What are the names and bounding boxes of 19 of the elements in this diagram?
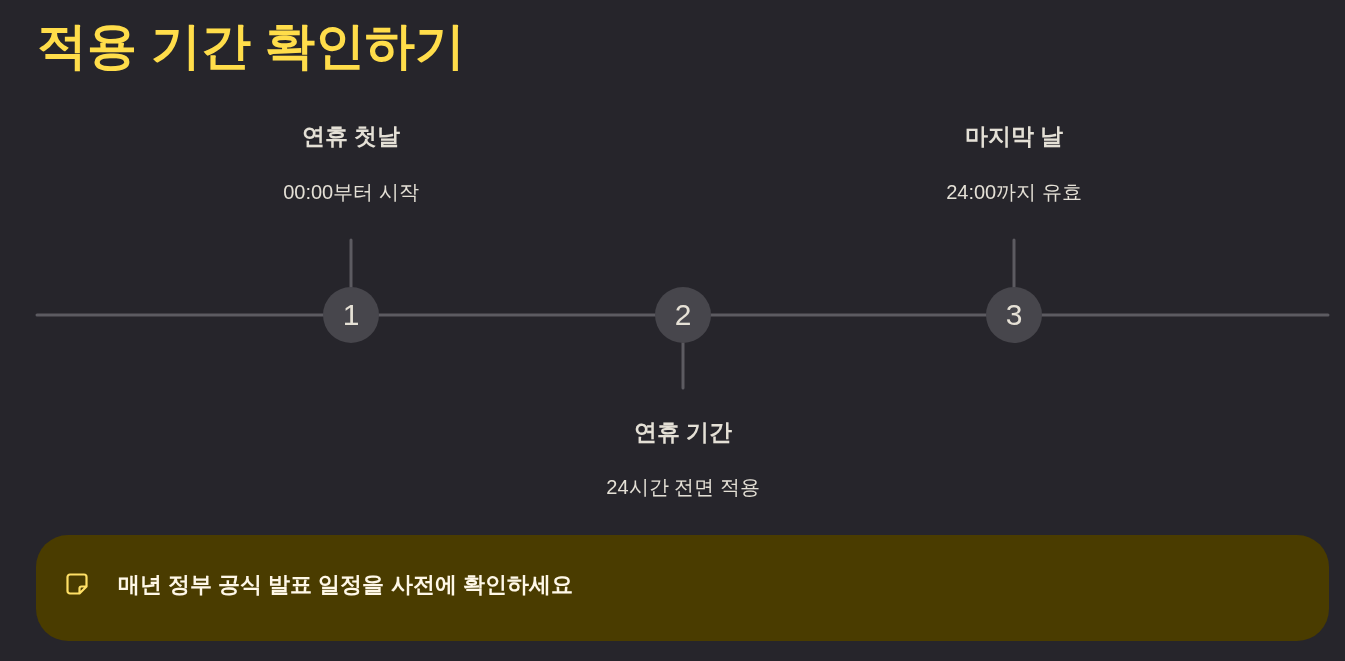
timeline-line bbox=[377, 313, 657, 317]
step-heading: 마지막 날 bbox=[964, 122, 1064, 151]
page-title: 적용 기간 확인하기 bbox=[37, 17, 465, 76]
note-banner bbox=[36, 535, 1329, 641]
connector-line bbox=[681, 341, 685, 390]
step-description: 00:00부터 시작 bbox=[283, 180, 419, 205]
step-circle: 1 bbox=[323, 287, 379, 343]
connector-line bbox=[349, 238, 353, 289]
timeline-line bbox=[709, 313, 988, 317]
step-circle: 3 bbox=[986, 287, 1042, 343]
step-heading: 연휴 첫날 bbox=[301, 122, 401, 151]
timeline-line bbox=[1040, 313, 1330, 317]
timeline-line bbox=[35, 313, 325, 317]
step-heading: 연휴 기간 bbox=[633, 418, 733, 447]
step-description: 24:00까지 유효 bbox=[946, 180, 1082, 205]
step-description: 24시간 전면 적용 bbox=[606, 475, 760, 500]
connector-line bbox=[1012, 238, 1016, 289]
step-circle: 2 bbox=[655, 287, 711, 343]
note-text: 매년 정부 공식 발표 일정을 사전에 확인하세요 bbox=[118, 571, 573, 599]
